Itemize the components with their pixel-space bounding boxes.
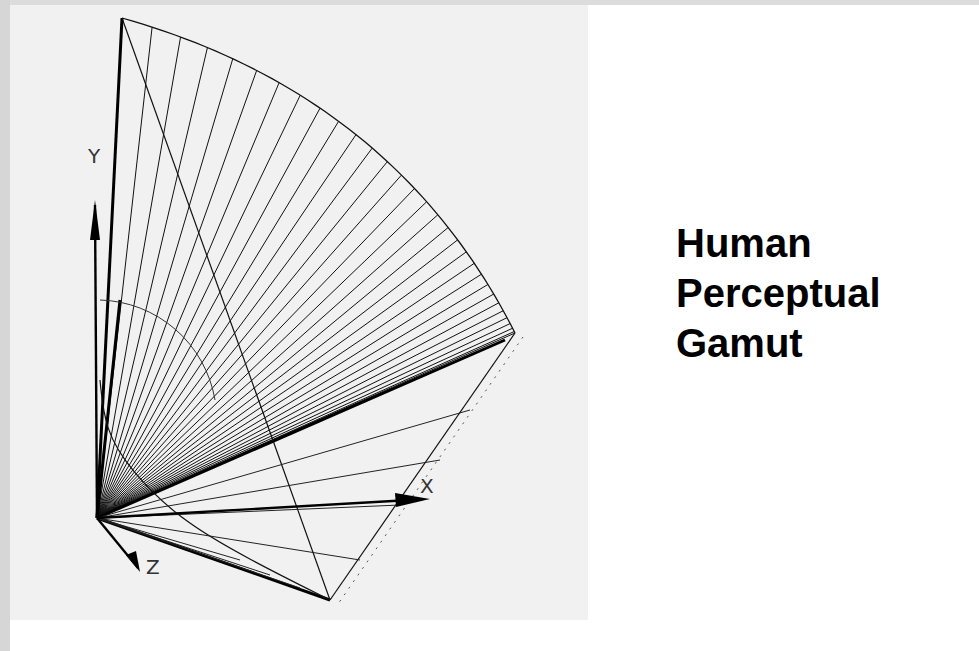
top-strip [0, 0, 979, 5]
lower-ray [97, 518, 300, 588]
gamut-ray [97, 175, 401, 518]
cone-drawing [90, 18, 523, 604]
axis-label: Z [146, 557, 160, 577]
lower-ray [97, 410, 470, 518]
lower-ray [97, 518, 270, 575]
left-strip [0, 0, 10, 651]
gamut-ray [97, 303, 499, 518]
locus-curve [100, 380, 330, 600]
gamut-ray [97, 18, 122, 518]
thick-ray [97, 18, 122, 518]
figure-panel [10, 5, 588, 620]
gamut-ray [97, 311, 503, 518]
gamut-ray [97, 274, 481, 518]
gamut-ray [97, 27, 152, 518]
gamut-ray [97, 328, 513, 518]
thick-ray [97, 300, 120, 518]
lower-ray [97, 518, 240, 560]
figure-title: Human Perceptual Gamut [676, 218, 926, 368]
gamut-ray [97, 252, 466, 518]
axis-label: Y [88, 146, 100, 166]
spectral-arc [122, 18, 515, 333]
gamut-ray [97, 228, 448, 518]
gamut-ray [97, 48, 207, 518]
gamut-ray [97, 240, 458, 518]
gamut-ray [97, 294, 494, 518]
thick-ray [97, 340, 505, 518]
gamut-ray [97, 284, 488, 518]
gamut-ray [97, 108, 320, 518]
gamut-ray [97, 263, 474, 518]
gamut-ray [97, 324, 510, 518]
gamut-ray [97, 215, 438, 518]
dotted-edge [338, 337, 523, 604]
gamut-ray [97, 318, 507, 518]
gamut-ray [97, 333, 515, 518]
gamut-ray [97, 188, 415, 518]
axis-line [97, 500, 410, 518]
axis-line [95, 205, 97, 518]
small-arc [100, 300, 215, 400]
axis-arrowhead [90, 200, 100, 240]
axis-label: X [420, 476, 434, 496]
axis-arrowhead [126, 551, 140, 572]
thick-ray [97, 518, 330, 600]
